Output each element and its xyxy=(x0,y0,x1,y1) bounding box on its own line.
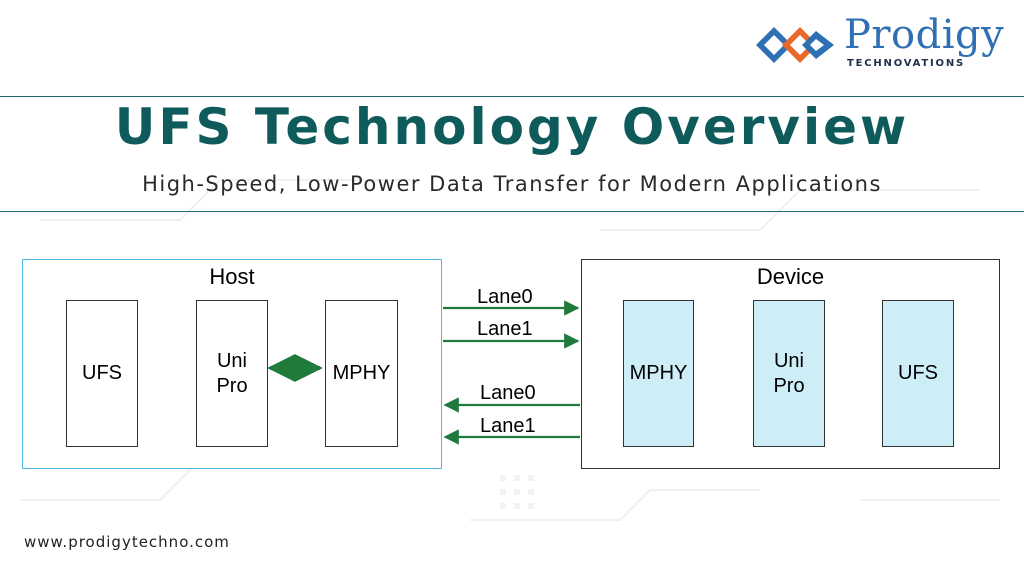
host-unipro-block: Uni Pro xyxy=(196,300,268,447)
prodigy-logo: Prodigy TECHNOVATIONS xyxy=(752,12,1004,76)
host-ufs-block: UFS xyxy=(66,300,138,447)
host-panel: Host UFS Uni Pro MPHY xyxy=(22,259,442,469)
tx-lane0-label: Lane0 xyxy=(477,286,533,308)
device-title: Device xyxy=(756,264,825,289)
host-title: Host xyxy=(209,264,255,289)
tx-lane1-label: Lane1 xyxy=(477,318,533,340)
header-top-rule xyxy=(0,96,1024,97)
device-mphy-block: MPHY xyxy=(623,300,694,447)
rx-lane0-label: Lane0 xyxy=(480,382,536,404)
rx-lane1-label: Lane1 xyxy=(480,415,536,437)
header-bottom-rule xyxy=(0,211,1024,212)
page-subtitle: High-Speed, Low-Power Data Transfer for … xyxy=(142,172,882,196)
device-unipro-block: Uni Pro xyxy=(753,300,825,447)
host-mphy-block: MPHY xyxy=(325,300,398,447)
brand-name: Prodigy xyxy=(844,12,1005,58)
prodigy-logo-mark-icon xyxy=(756,27,834,63)
device-panel: Device MPHY Uni Pro UFS xyxy=(581,259,1000,469)
device-ufs-block: UFS xyxy=(882,300,954,447)
page-title: UFS Technology Overview xyxy=(114,98,910,156)
brand-tagline: TECHNOVATIONS xyxy=(847,58,965,69)
website-url[interactable]: www.prodigytechno.com xyxy=(24,533,230,551)
